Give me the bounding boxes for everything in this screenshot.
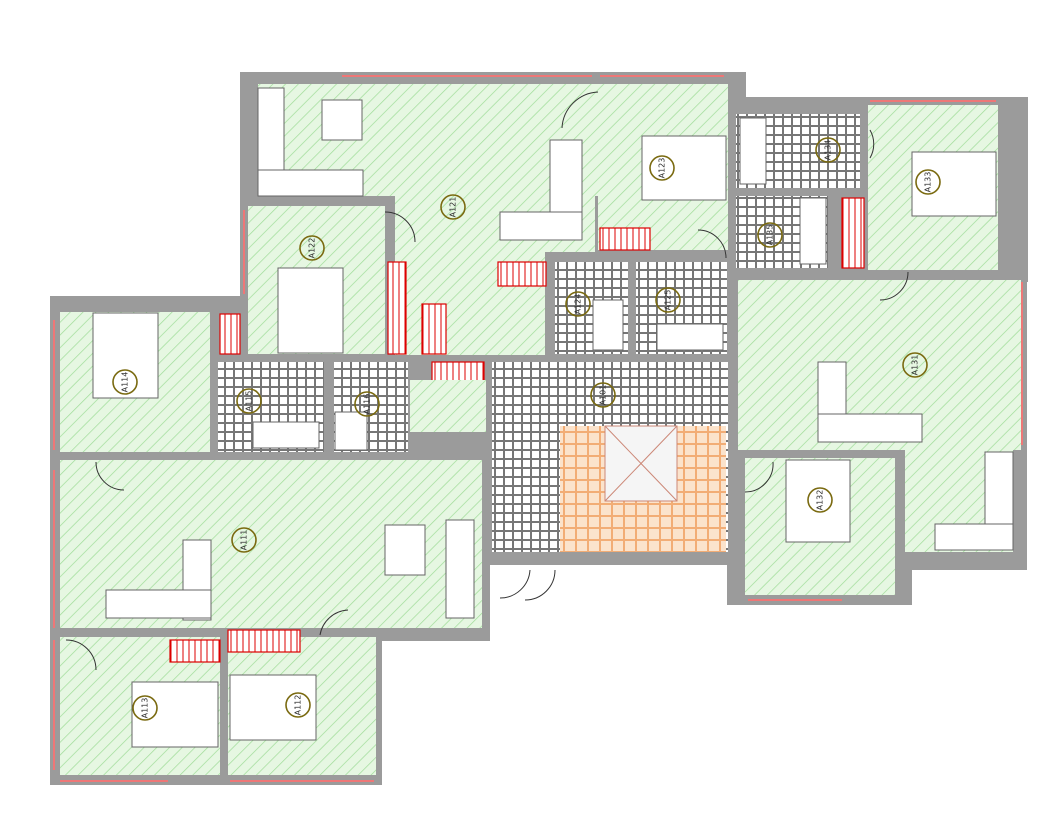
room-tag-a122: A122 (299, 235, 325, 261)
room-tag-a121: A121 (440, 194, 466, 220)
room-label: A111 (240, 530, 249, 551)
bed (131, 681, 219, 748)
bed (229, 674, 317, 741)
bathtub (656, 323, 724, 351)
bed (92, 312, 159, 399)
room-label: A133 (924, 172, 933, 193)
room-label: A124 (574, 294, 583, 315)
room-tag-a123: A123 (649, 155, 675, 181)
room-tag-a114: A114 (112, 369, 138, 395)
wardrobe (387, 261, 407, 355)
room-tag-a116: A116 (354, 391, 380, 417)
room-label: A132 (816, 490, 825, 511)
room-tag-a115: A115 (236, 388, 262, 414)
room-label: A114 (121, 372, 130, 393)
room-tag-a111: A111 (231, 527, 257, 553)
room-tag-a124: A124 (565, 291, 591, 317)
room-label: A131 (911, 355, 920, 376)
room-label: A121 (449, 197, 458, 218)
room-tag-a133: A133 (915, 169, 941, 195)
room-label: A101 (599, 385, 608, 406)
bed (277, 267, 344, 354)
wardrobe (219, 313, 241, 355)
kitchen-counter (445, 519, 475, 619)
room-label: A112 (294, 695, 303, 716)
room-label: A123 (658, 158, 667, 179)
room-tag-a131: A131 (902, 352, 928, 378)
room-tag-a113: A113 (132, 695, 158, 721)
room-label: A115 (245, 391, 254, 412)
room-label: A122 (308, 238, 317, 259)
dining-table (321, 99, 363, 141)
bathtub (252, 421, 320, 449)
room-label: A134 (824, 140, 833, 161)
room-tag-a135: A135 (757, 222, 783, 248)
room-tag-a112: A112 (285, 692, 311, 718)
room-tag-a132: A132 (807, 487, 833, 513)
room-tag-a134: A134 (815, 137, 841, 163)
room-label: A113 (141, 698, 150, 719)
doors (65, 91, 909, 671)
dining-table (384, 524, 426, 576)
room-tag-a125: A125 (655, 287, 681, 313)
bed (911, 151, 997, 217)
room-label: A125 (664, 290, 673, 311)
room-label: A116 (363, 394, 372, 415)
windows (53, 75, 1023, 782)
wardrobe (841, 197, 865, 269)
room-label: A135 (766, 225, 775, 246)
bed (785, 459, 851, 543)
room-tag-a101: A101 (590, 382, 616, 408)
